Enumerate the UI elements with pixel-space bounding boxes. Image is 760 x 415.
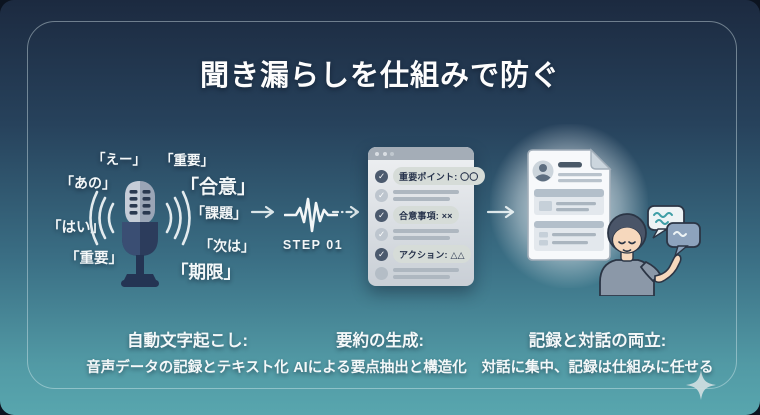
document-icon <box>527 148 612 261</box>
check-icon: ✓ <box>375 208 388 222</box>
spoken-word: 「重要」 <box>160 153 214 168</box>
placeholder-lines <box>393 268 459 279</box>
waveform-icon <box>284 197 338 233</box>
checklist-item-label: アクション: △△ <box>393 245 471 263</box>
spoken-word: 「期限」 <box>171 262 241 282</box>
caption-body: AIによる要点抽出と構造化 <box>293 360 467 376</box>
caption-dialogue: 記録と対話の両立: 対話に集中、記録は仕組みに任せる <box>455 327 740 377</box>
window-titlebar <box>368 147 474 160</box>
spoken-word: 「次は」 <box>199 238 255 254</box>
check-icon: ✓ <box>375 189 388 202</box>
checklist-item-label: 重要ポイント: 〇〇 <box>393 167 485 185</box>
page-title: 聞き漏らしを仕組みで防ぐ <box>199 60 560 92</box>
check-icon: ✓ <box>375 169 388 183</box>
spoken-word: 「あの」 <box>60 175 116 191</box>
checklist-item: ✓ <box>375 188 467 204</box>
empty-circle-icon <box>375 267 388 280</box>
caption-transcription: 自動文字起こし: 音声データの記録とテキスト化 <box>40 327 335 377</box>
spoken-word: 「合意」 <box>180 177 257 198</box>
check-icon: ✓ <box>375 247 388 261</box>
placeholder-lines <box>393 190 459 201</box>
summary-checklist-card: ✓ 重要ポイント: 〇〇 ✓ ✓ 合意事項: ×× ✓ ✓ アクション: △△ <box>368 147 485 286</box>
window-dot-icon <box>375 151 379 156</box>
checklist-item-label: 合意事項: ×× <box>393 206 459 224</box>
checklist-item <box>375 266 467 282</box>
check-icon: ✓ <box>375 228 388 241</box>
spoken-word: 「課題」 <box>191 205 247 221</box>
caption-body: 音声データの記録とテキスト化 <box>86 360 289 376</box>
spoken-word: 「重要」 <box>65 251 123 267</box>
person-talking-icon <box>599 205 701 296</box>
arrow-right-dashed-icon <box>331 205 360 219</box>
step-label: STEP 01 <box>282 238 344 252</box>
checklist-item: ✓ <box>375 227 467 243</box>
checklist-item: ✓ アクション: △△ <box>375 245 471 263</box>
checklist-item: ✓ 合意事項: ×× <box>375 206 467 224</box>
caption-summary: 要約の生成: AIによる要点抽出と構造化 <box>262 327 498 377</box>
caption-heading: 要約の生成: <box>336 332 424 350</box>
spoken-word: 「えー」 <box>92 152 146 167</box>
arrow-right-icon <box>250 205 275 219</box>
caption-body: 対話に集中、記録は仕組みに任せる <box>481 360 714 376</box>
speech-bubbles-icon <box>647 205 701 259</box>
sparkle-icon <box>686 370 716 400</box>
caption-heading: 記録と対話の両立: <box>528 332 667 350</box>
window-dot-icon <box>390 151 394 156</box>
caption-heading: 自動文字起こし: <box>127 332 248 350</box>
checklist-item: ✓ 重要ポイント: 〇〇 <box>375 167 485 185</box>
microphone-icon <box>89 181 191 287</box>
window-dot-icon <box>382 151 387 156</box>
placeholder-lines <box>393 229 459 240</box>
